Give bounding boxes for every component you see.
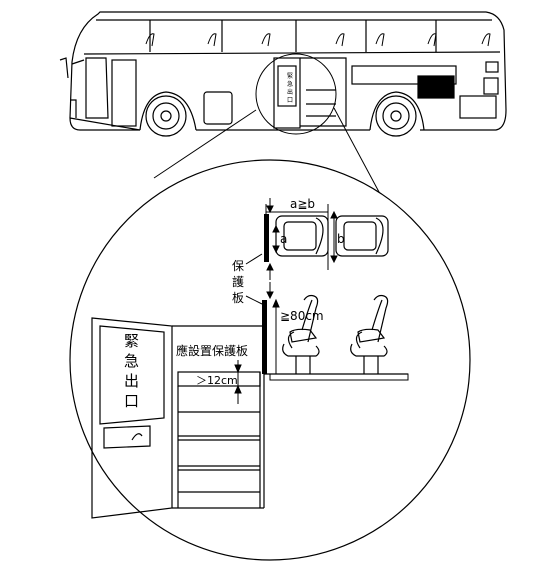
bus-door-sign-1: 緊 — [287, 73, 293, 80]
bus-door-sign-3: 出 — [287, 88, 293, 96]
detail-door-sign-4: 口 — [124, 392, 139, 410]
guard-board-side — [262, 300, 267, 374]
step-dimension — [232, 360, 260, 404]
seat-label-a: a — [280, 232, 287, 246]
zoom-source-circle — [255, 53, 337, 135]
floor-slab — [269, 373, 409, 381]
seat-label-b: b — [337, 232, 345, 246]
detail-door-sign-1: 緊 — [124, 332, 139, 350]
height-dimension — [272, 298, 280, 374]
step-height-label: ＞12cm — [196, 374, 238, 387]
guard-leader-top — [245, 253, 263, 265]
detail-circle — [69, 159, 471, 561]
seat-side-2 — [350, 294, 389, 374]
detail-door-sign-3: 出 — [124, 372, 139, 390]
install-guard-note: 應設置保護板 — [176, 343, 248, 358]
seat-side-1 — [282, 294, 320, 374]
bus-door-sign-4: 口 — [287, 97, 293, 104]
guard-leader-bottom — [245, 295, 263, 305]
zoom-line-left — [153, 109, 257, 179]
seat-top-2 — [335, 215, 389, 257]
detail-stairs — [172, 325, 265, 509]
guard-label-1: 保 — [232, 259, 244, 273]
guard-label-2: 護 — [232, 274, 244, 289]
bus-door-sign-2: 急 — [287, 80, 293, 88]
seat-gap-dimension — [265, 204, 338, 270]
top-dimension-label: a≧b — [290, 197, 315, 211]
detail-door-sign-2: 急 — [124, 352, 139, 370]
guard-height-label: ≧80cm — [280, 309, 324, 323]
guard-label-3: 板 — [232, 291, 244, 305]
bus-illustration — [59, 11, 507, 137]
guard-board-top — [264, 214, 269, 262]
guard-arrows — [266, 198, 274, 300]
